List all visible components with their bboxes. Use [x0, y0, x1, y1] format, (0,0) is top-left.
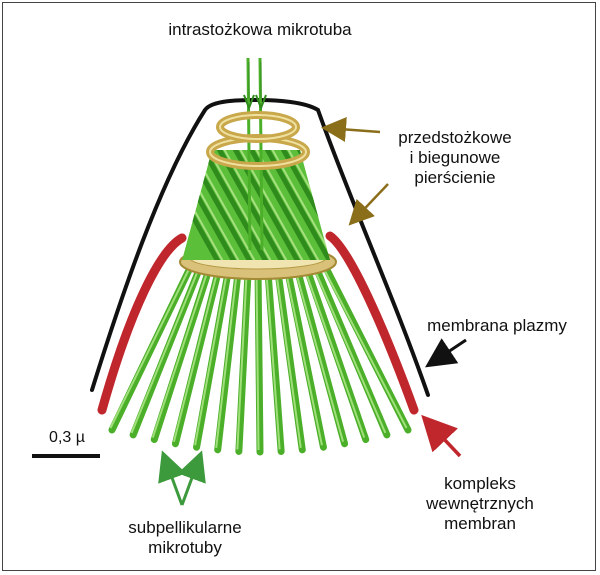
subpellicular-microtubule	[264, 264, 285, 455]
label-subpellicular-line-1: subpellikularne	[128, 518, 242, 537]
subpellicular-microtubule-highlight	[313, 269, 387, 434]
label-intraconoid-microtubule: intrastożkowa mikrotuba	[168, 20, 352, 39]
subpellicular-microtubule-highlight	[304, 269, 366, 438]
membrane-arrow	[425, 338, 467, 368]
subpellicular-arrow-left	[158, 450, 187, 506]
intraconoid-microtubule-a	[246, 57, 252, 251]
subpellicular-microtubule-highlight	[151, 269, 209, 438]
conoid-fibre	[243, 150, 319, 260]
figure-border	[2, 2, 596, 571]
subpellicular-arrow-right	[177, 450, 206, 506]
conoid-fibre	[182, 150, 239, 260]
label-complex-line-3: membran	[444, 514, 516, 533]
subpellicular-microtubule-highlight	[255, 269, 260, 451]
subpellicular-microtubule	[293, 264, 349, 448]
label-rings-line-3: pierścienie	[414, 168, 496, 187]
label-complex-line-1: kompleks	[444, 474, 516, 493]
inner-membrane-left	[97, 233, 187, 415]
subpellicular-microtubule	[150, 264, 213, 444]
subpellicular-microtubule-highlight	[294, 269, 345, 442]
label-rings-line-2: i biegunowe	[409, 148, 501, 167]
subpellicular-microtubule-highlight	[274, 269, 302, 448]
subpellicular-microtubule-highlight	[194, 269, 229, 446]
subpellicular-microtubule-highlight	[130, 269, 200, 434]
subpellicular-microtubule-highlight	[284, 269, 323, 446]
subpellicular-microtubule	[235, 264, 252, 455]
label-scale: 0,3 µ	[49, 429, 85, 446]
subpellicular-microtubule	[273, 264, 306, 454]
subpellicular-microtubules	[108, 264, 412, 456]
label-plasma-membrane: membrana plazmy	[427, 316, 567, 335]
conoid-fibre	[259, 150, 330, 260]
conoid-fibre	[227, 150, 303, 260]
subpellicular-microtubule-highlight	[109, 269, 190, 429]
subpellicular-microtubule	[214, 264, 243, 454]
subpellicular-microtubule-highlight	[265, 269, 281, 450]
conoid-fibre	[195, 150, 271, 260]
subpellicular-microtubule-highlight	[236, 269, 248, 450]
label-rings-line-1: przedstożkowe	[398, 128, 512, 147]
complex-arrow	[421, 414, 462, 458]
subpellicular-microtubule	[254, 264, 264, 456]
inner-membrane-right	[325, 231, 419, 415]
subpellicular-microtubule	[171, 264, 223, 448]
label-subpellicular-line-2: mikrotuby	[148, 538, 222, 557]
intraconoid-microtubule-b	[258, 57, 264, 251]
rings-arrow-lower	[348, 183, 389, 226]
subpellicular-microtubule	[283, 264, 327, 451]
subpellicular-microtubule-highlight	[323, 269, 408, 429]
subpellicular-microtubule-highlight	[172, 269, 219, 442]
subpellicular-microtubule	[193, 264, 233, 451]
label-complex-line-2: wewnętrznych	[426, 494, 534, 513]
subpellicular-microtubule-highlight	[215, 269, 239, 448]
conoid-fibre-highlight	[234, 150, 306, 260]
conoid-fibre-highlight	[250, 150, 322, 260]
rings-arrow-upper	[321, 117, 381, 142]
